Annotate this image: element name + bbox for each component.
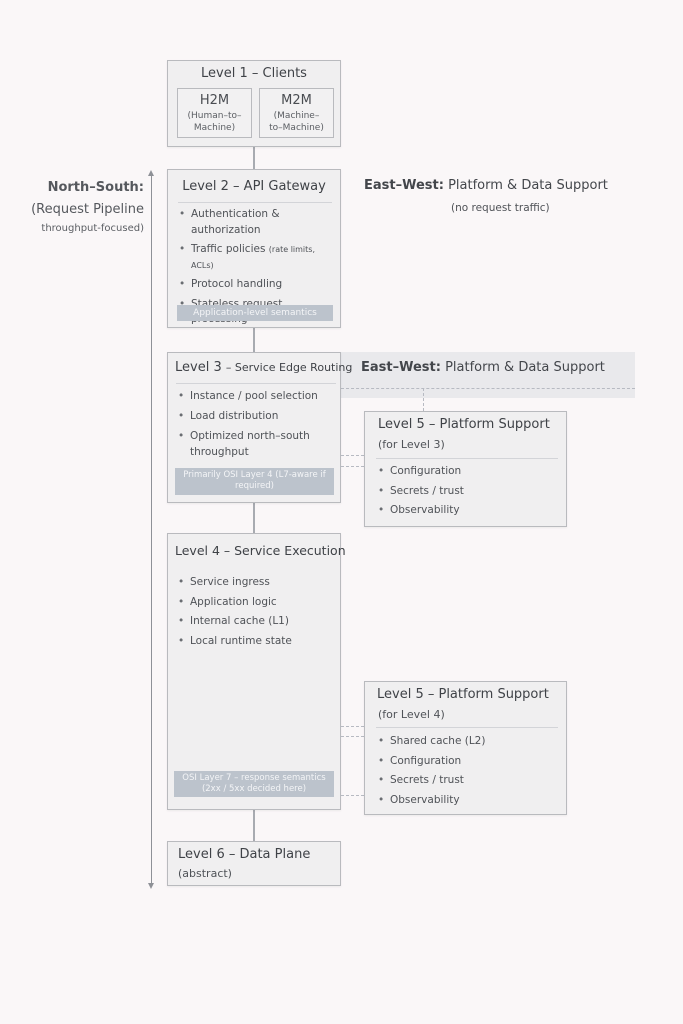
connector-l3-l4 xyxy=(253,503,255,533)
level3-separator xyxy=(176,383,336,384)
level3-title-main: Level 3 xyxy=(175,360,222,375)
l4-l5b-dash-2 xyxy=(341,736,364,737)
level2-title: Level 2 – API Gateway xyxy=(182,179,326,194)
north-south-subtitle: (Request Pipeline xyxy=(31,202,144,217)
level5a-subtitle: (for Level 3) xyxy=(378,438,445,451)
m2m-sub2: to–Machine) xyxy=(269,123,324,133)
level4-item-ingress: Service ingress xyxy=(178,573,338,593)
level3-title: Level 3 – Service Edge Routing xyxy=(175,360,352,375)
connector-l2-l3 xyxy=(253,328,255,352)
level5a-item-config: Configuration xyxy=(378,462,558,482)
connector-l4-l6 xyxy=(253,810,255,841)
level2-box: Level 2 – API Gateway Authentication &au… xyxy=(167,169,341,328)
level5b-subtitle: (for Level 4) xyxy=(378,708,445,721)
level3-item-load: Load distribution xyxy=(178,407,338,427)
east-west-band xyxy=(341,352,635,398)
level2-item-traffic: Traffic policies (rate limits, ACLs) xyxy=(179,242,339,273)
level4-box: Level 4 – Service Execution Service ingr… xyxy=(167,533,346,810)
m2m-sub1: (Machine– xyxy=(273,111,320,121)
level5b-separator xyxy=(376,727,558,728)
level4-title: Level 4 – Service Execution xyxy=(175,543,346,558)
l4-l5b-dash-1 xyxy=(341,726,364,727)
level5b-item-config: Configuration xyxy=(378,752,558,772)
level5b-item-secrets: Secrets / trust xyxy=(378,771,558,791)
level2-separator xyxy=(178,202,332,203)
h2m-title: H2M xyxy=(199,93,230,108)
band-to-level5a-dash xyxy=(423,388,424,411)
east-west-band-rest: Platform & Data Support xyxy=(445,360,605,375)
axis-arrow-up xyxy=(148,170,154,176)
l3-l5a-dash-2 xyxy=(341,466,364,467)
level5b-list: Shared cache (L2) Configuration Secrets … xyxy=(378,732,558,810)
east-west-header-bold: East–West: xyxy=(364,178,444,193)
h2m-box: H2M (Human–to– Machine) xyxy=(177,88,252,138)
level5a-separator xyxy=(376,458,558,459)
north-south-label: North–South: (Request Pipeline throughpu… xyxy=(0,180,144,234)
level5a-title: Level 5 – Platform Support xyxy=(378,417,550,432)
east-west-header-rest: Platform & Data Support xyxy=(448,178,608,193)
level2-badge: Application-level semantics xyxy=(177,305,333,321)
level1-title: Level 1 – Clients xyxy=(201,66,307,81)
level5a-box: Level 5 – Platform Support (for Level 3)… xyxy=(364,411,567,527)
level2-item-auth: Authentication &authorization xyxy=(179,207,339,238)
connector-l1-l2 xyxy=(253,147,255,169)
east-west-note: (no request traffic) xyxy=(451,202,550,214)
level4-badge: OSI Layer 7 – response semantics (2xx / … xyxy=(174,771,334,797)
east-west-band-bold: East–West: xyxy=(361,360,441,375)
level1-box: Level 1 – Clients H2M (Human–to– Machine… xyxy=(167,60,341,147)
level4-item-runtime: Local runtime state xyxy=(178,632,338,652)
axis-arrow-down xyxy=(148,883,154,889)
east-west-band-dash xyxy=(341,388,635,389)
level4-item-cache: Internal cache (L1) xyxy=(178,612,338,632)
level4-item-logic: Application logic xyxy=(178,593,338,613)
m2m-box: M2M (Machine– to–Machine) xyxy=(259,88,334,138)
level4-list: Service ingress Application logic Intern… xyxy=(178,573,338,651)
m2m-title: M2M xyxy=(281,93,312,108)
level5a-item-secrets: Secrets / trust xyxy=(378,482,558,502)
north-south-axis-line xyxy=(151,176,152,884)
east-west-band-label: East–West: Platform & Data Support xyxy=(361,360,605,375)
level5a-item-observability: Observability xyxy=(378,501,558,521)
north-south-title: North–South: xyxy=(47,180,144,195)
level6-title: Level 6 – Data Plane xyxy=(178,847,311,862)
level2-item-protocol: Protocol handling xyxy=(179,277,339,293)
level3-title-rest: – Service Edge Routing xyxy=(225,361,353,374)
l4-l5b-dash-3 xyxy=(341,795,364,796)
h2m-sub1: (Human–to– xyxy=(187,111,242,121)
east-west-header: East–West: Platform & Data Support xyxy=(364,178,608,193)
level5b-box: Level 5 – Platform Support (for Level 4)… xyxy=(364,681,567,815)
level3-badge: Primarily OSI Layer 4 (L7-aware if requi… xyxy=(175,468,334,495)
l3-l5a-dash-1 xyxy=(341,455,364,456)
level5b-title: Level 5 – Platform Support xyxy=(377,687,549,702)
level6-subtitle: (abstract) xyxy=(178,867,232,880)
level5b-item-shared-cache: Shared cache (L2) xyxy=(378,732,558,752)
level3-list: Instance / pool selection Load distribut… xyxy=(178,387,338,460)
level6-box: Level 6 – Data Plane (abstract) xyxy=(167,841,341,886)
h2m-sub2: Machine) xyxy=(193,123,236,133)
level3-item-instance: Instance / pool selection xyxy=(178,387,338,407)
level3-box: Level 3 – Service Edge Routing Instance … xyxy=(167,352,352,503)
level5b-item-observability: Observability xyxy=(378,791,558,811)
north-south-note: throughput-focused) xyxy=(41,223,144,234)
level5a-list: Configuration Secrets / trust Observabil… xyxy=(378,462,558,521)
